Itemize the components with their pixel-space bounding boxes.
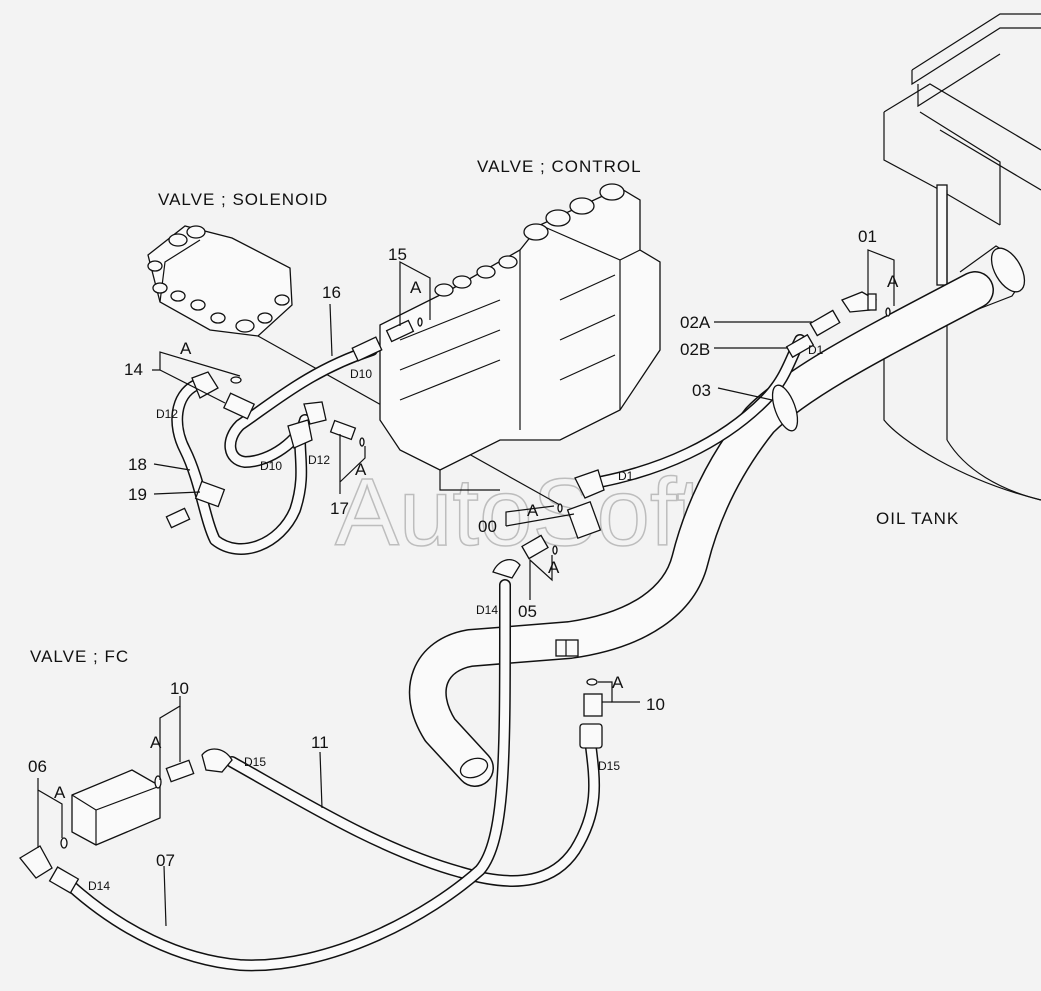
a-mark-01: A [887, 272, 899, 291]
size-d1-mid: D1 [618, 469, 634, 483]
title-control-valve: VALVE ; CONTROL [477, 157, 642, 176]
return-pipe [408, 271, 994, 787]
size-d15-right: D15 [598, 759, 620, 773]
a-mark-05: A [548, 558, 560, 577]
size-d14-mid: D14 [476, 603, 498, 617]
size-d14-bottom: D14 [88, 879, 110, 893]
callout-10-left: 10 [170, 679, 189, 698]
title-solenoid-valve: VALVE ; SOLENOID [158, 190, 328, 209]
size-d12-right: D12 [308, 453, 330, 467]
callout-03: 03 [692, 381, 711, 400]
leader-lines [37, 249, 895, 927]
size-d1-top: D1 [808, 343, 824, 357]
callout-17: 17 [330, 499, 349, 518]
callout-14: 14 [124, 360, 143, 379]
a-mark-10-left: A [150, 733, 162, 752]
solenoid-valve [147, 225, 561, 506]
oil-tank [883, 13, 1041, 501]
a-mark-00: A [527, 501, 539, 520]
size-d10-upper: D10 [350, 367, 372, 381]
size-d12-left: D12 [156, 407, 178, 421]
callout-19: 19 [128, 485, 147, 504]
title-fc-valve: VALVE ; FC [30, 647, 129, 666]
size-d15-left: D15 [244, 755, 266, 769]
callout-02a: 02A [680, 313, 711, 332]
size-d10-lower: D10 [260, 459, 282, 473]
fittings [19, 291, 891, 894]
a-mark-06: A [54, 783, 66, 802]
callout-07: 07 [156, 851, 175, 870]
callout-15: 15 [388, 245, 407, 264]
a-mark-10-right: A [612, 673, 624, 692]
callout-18: 18 [128, 455, 147, 474]
callout-00: 00 [478, 517, 497, 536]
callout-11: 11 [311, 733, 329, 752]
callout-02b: 02B [680, 340, 710, 359]
a-mark-15: A [410, 278, 422, 297]
callout-10-right: 10 [646, 695, 665, 714]
fc-valve [60, 769, 162, 849]
callout-01: 01 [858, 227, 877, 246]
callout-05: 05 [518, 602, 537, 621]
a-mark-17: A [355, 460, 367, 479]
a-mark-14: A [180, 339, 192, 358]
callout-06: 06 [28, 757, 47, 776]
callout-16: 16 [322, 283, 341, 302]
control-valve [379, 183, 661, 491]
title-oil-tank: OIL TANK [876, 509, 959, 528]
hoses [64, 334, 806, 972]
